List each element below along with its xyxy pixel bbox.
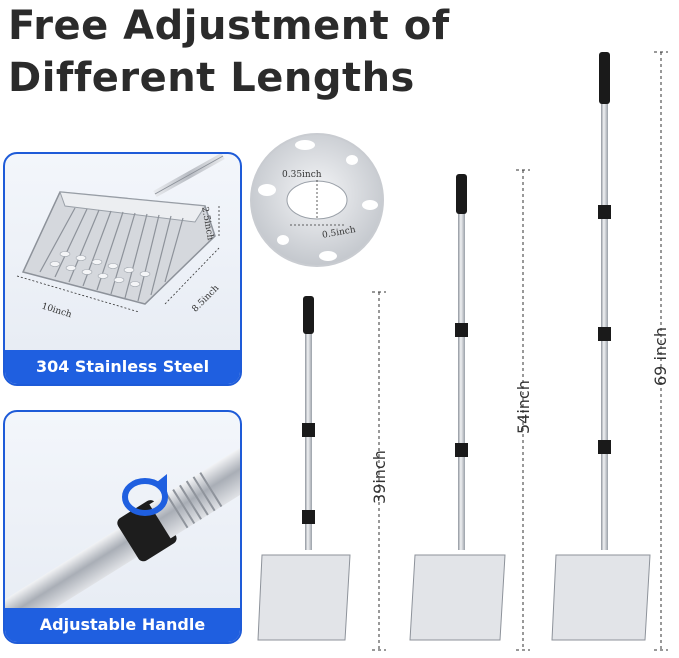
scoop-dimension-illustration <box>16 154 225 313</box>
scoop-medium <box>409 174 506 641</box>
rotate-arrow-icon <box>122 474 168 516</box>
length-label-long: 69 inch <box>651 327 670 386</box>
adjustable-handle-panel: Adjustable Handle <box>3 410 242 644</box>
length-label-medium: 54inch <box>514 380 533 434</box>
stainless-steel-band: 304 Stainless Steel <box>5 350 240 384</box>
scoop-short <box>257 296 351 641</box>
title-line-2: Different Lengths <box>8 55 415 101</box>
hole-dim-a-label: 0.35inch <box>282 170 322 180</box>
stainless-steel-panel: 10inch 8.5inch 2.5inch 304 Stainless Ste… <box>3 152 242 386</box>
hole-detail-magnifier <box>250 133 384 267</box>
page-title: Free Adjustment of Different Lengths <box>8 0 450 104</box>
scoop-long <box>551 52 651 641</box>
length-label-short: 39inch <box>370 450 389 504</box>
title-line-1: Free Adjustment of <box>8 3 450 49</box>
adjustable-handle-band: Adjustable Handle <box>5 608 240 642</box>
